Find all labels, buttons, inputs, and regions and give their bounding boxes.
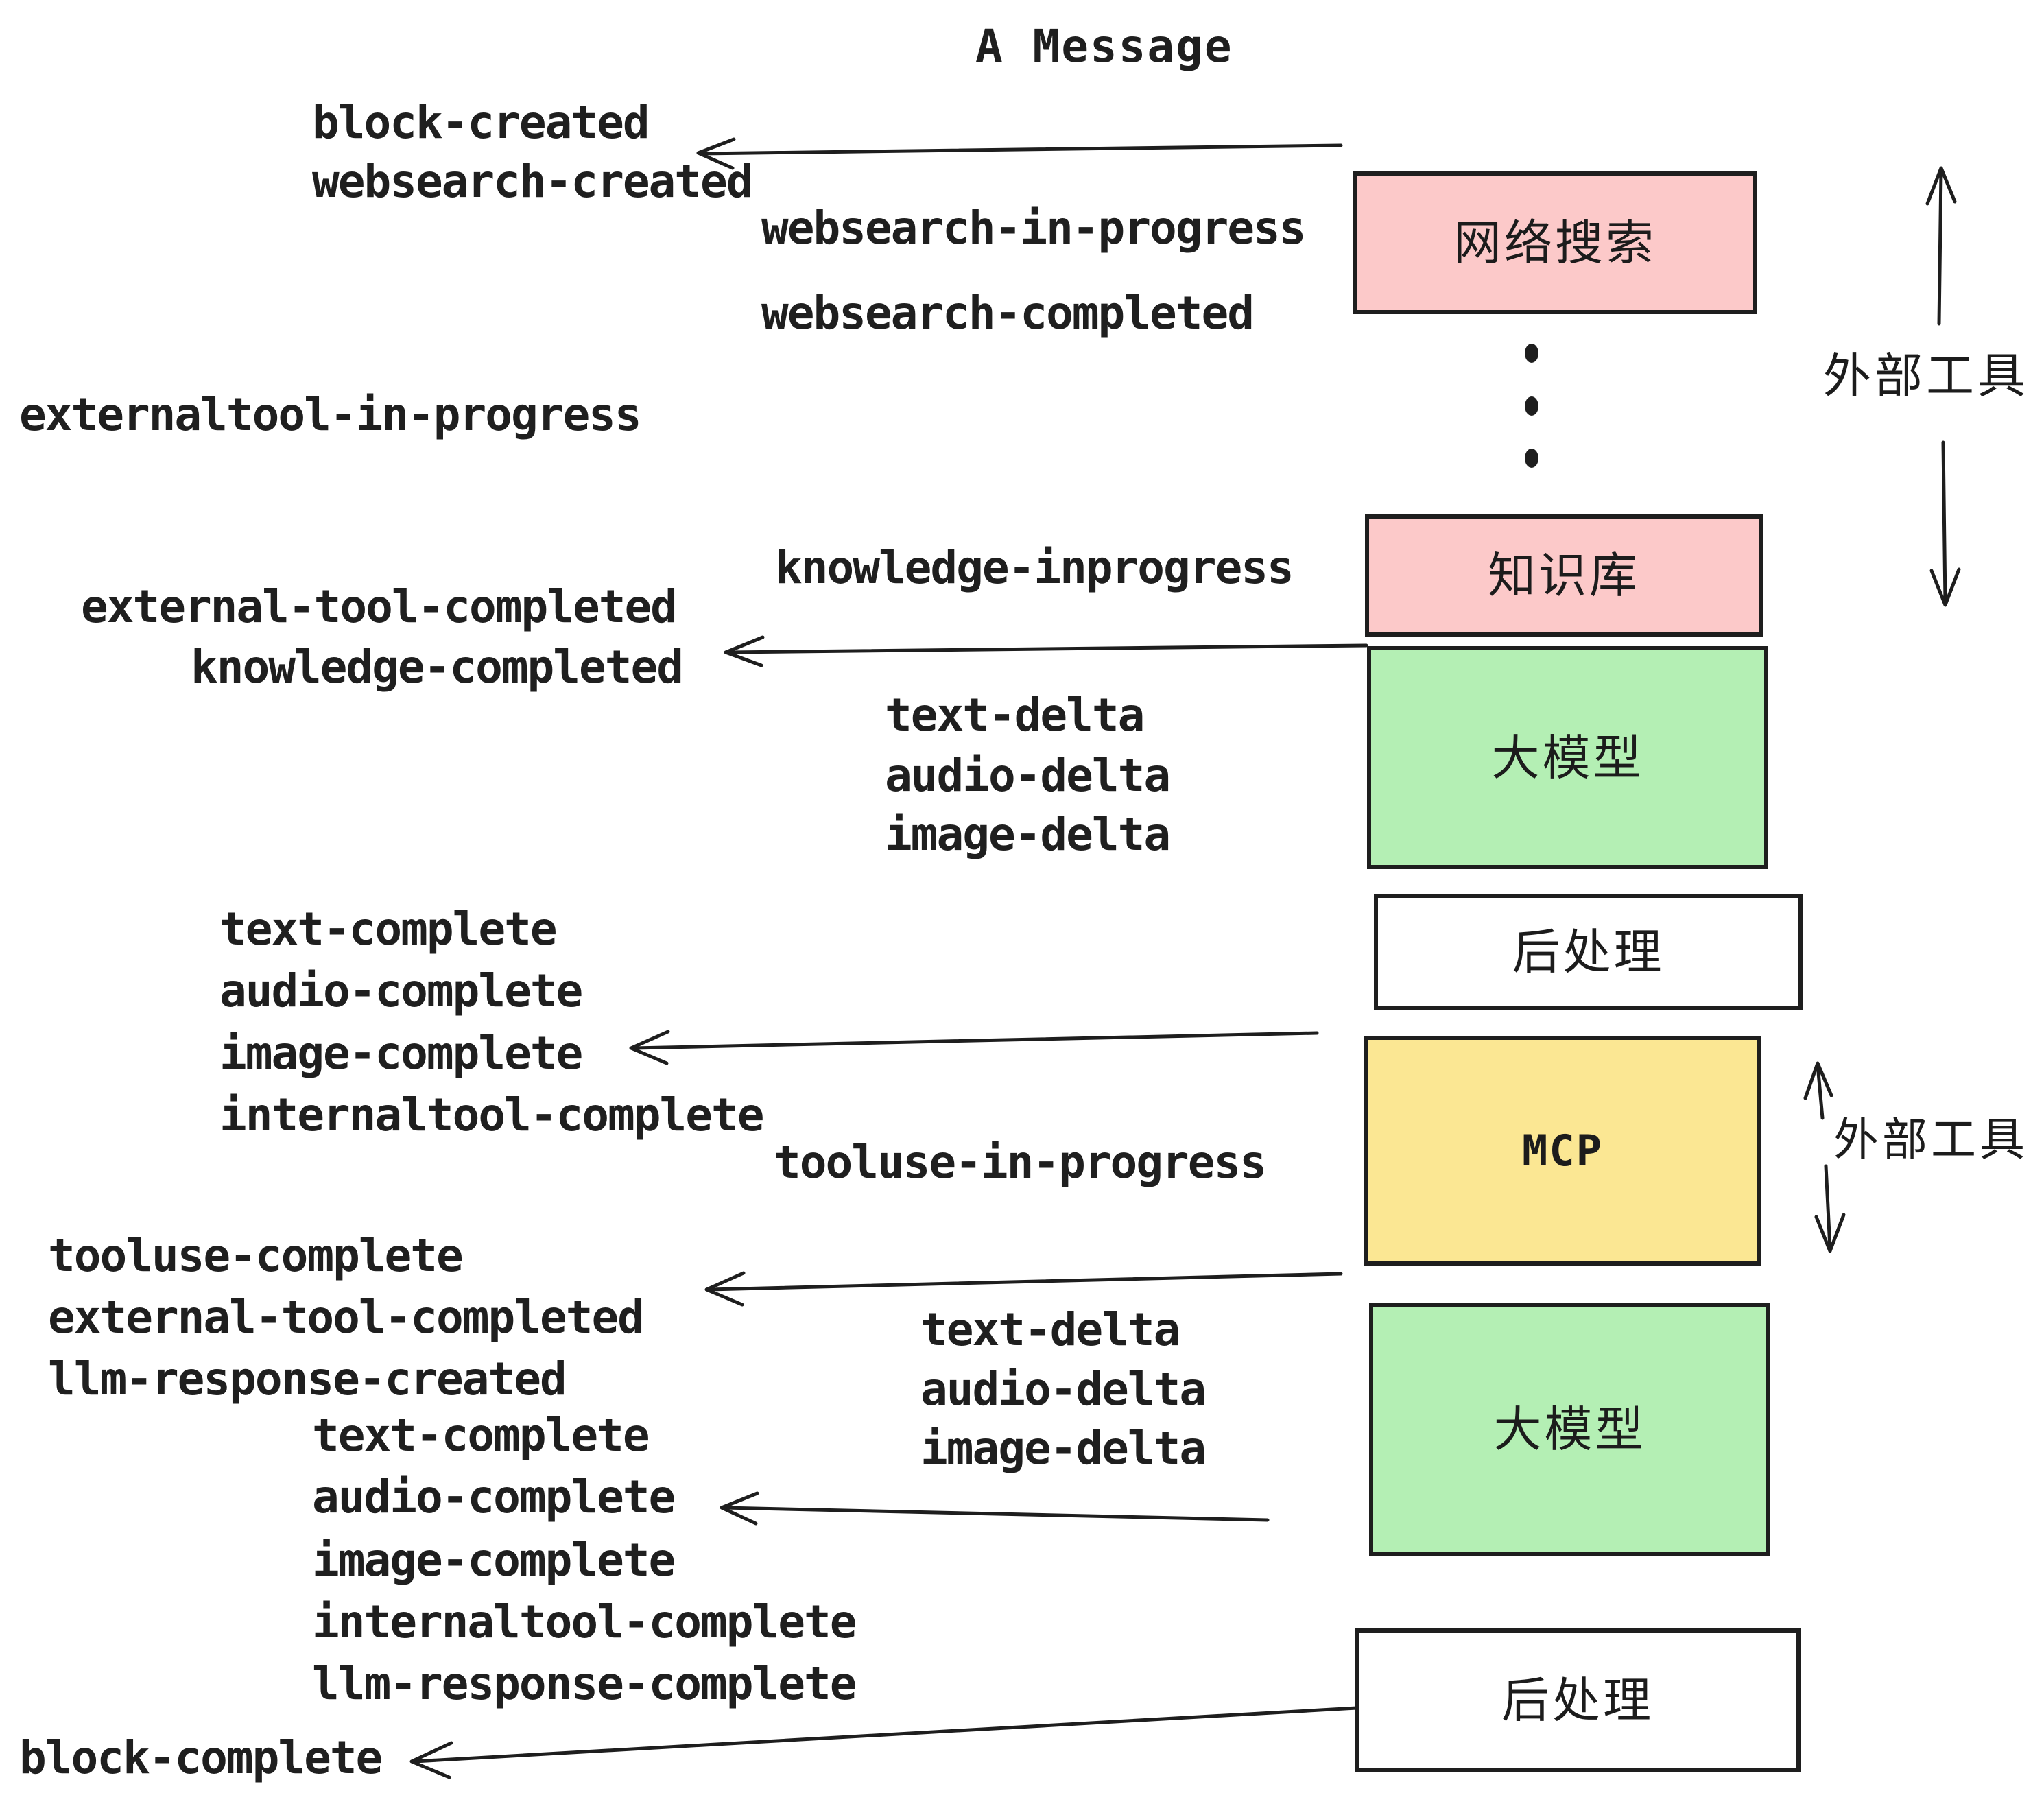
- event-label-knowledge-completed: knowledge-completed: [191, 641, 684, 693]
- arrow-left-knowledge-completed: [724, 635, 1368, 667]
- diagram-title: A Message: [975, 20, 1233, 73]
- event-label-text-delta: text-delta: [885, 689, 1145, 741]
- box-llm-2: 大模型: [1369, 1303, 1770, 1556]
- box-websearch-label: 网络搜索: [1453, 216, 1656, 270]
- vertical-ellipsis-dots: [1525, 344, 1538, 468]
- event-label-audio-complete: audio-complete: [219, 964, 583, 1017]
- arrow-left-tooluse-complete: [704, 1271, 1343, 1307]
- event-label-image-delta-2: image-delta: [920, 1422, 1207, 1475]
- annotation-external-tools-top: 外部工具: [1823, 349, 2029, 403]
- event-label-block-created: block-created: [312, 96, 650, 149]
- event-label-text-complete: text-complete: [219, 903, 558, 956]
- box-llm-2-label: 大模型: [1493, 1403, 1646, 1456]
- event-label-text-complete-2: text-complete: [312, 1409, 650, 1462]
- event-label-knowledge-inprogress: knowledge-inprogress: [775, 541, 1294, 594]
- event-label-audio-delta: audio-delta: [885, 749, 1171, 802]
- box-mcp: MCP: [1364, 1036, 1761, 1266]
- event-label-image-delta: image-delta: [885, 808, 1171, 861]
- event-label-tooluse-in-progress: tooluse-in-progress: [774, 1136, 1267, 1189]
- event-label-external-tool-completed-2: external-tool-completed: [48, 1291, 645, 1344]
- box-postprocess-1: 后处理: [1374, 894, 1803, 1010]
- event-label-audio-delta-2: audio-delta: [920, 1363, 1207, 1416]
- box-postprocess-1-label: 后处理: [1512, 925, 1665, 979]
- event-label-websearch-in-progress: websearch-in-progress: [761, 202, 1306, 254]
- box-postprocess-2: 后处理: [1355, 1628, 1801, 1772]
- event-label-external-tool-completed: external-tool-completed: [81, 580, 678, 633]
- event-label-image-complete: image-complete: [219, 1027, 583, 1080]
- double-arrow-external-tools-top: [1925, 166, 1961, 607]
- annotation-external-tools-bottom: 外部工具: [1833, 1114, 2028, 1165]
- box-knowledge-label: 知识库: [1488, 549, 1640, 602]
- box-llm-1: 大模型: [1367, 646, 1768, 869]
- event-label-llm-response-complete: llm-response-complete: [312, 1657, 857, 1710]
- event-label-internaltool-complete: internaltool-complete: [219, 1089, 764, 1141]
- event-label-text-delta-2: text-delta: [920, 1303, 1180, 1356]
- box-mcp-label: MCP: [1522, 1125, 1603, 1176]
- event-label-websearch-completed: websearch-completed: [761, 287, 1255, 340]
- event-label-block-complete: block-complete: [19, 1731, 383, 1784]
- arrow-left-audio-complete: [720, 1491, 1270, 1526]
- box-postprocess-2-label: 后处理: [1501, 1674, 1654, 1727]
- event-label-llm-response-created: llm-response-created: [48, 1353, 567, 1405]
- event-label-internaltool-complete-2: internaltool-complete: [312, 1595, 857, 1648]
- event-label-image-complete-2: image-complete: [312, 1534, 676, 1587]
- event-label-tooluse-complete: tooluse-complete: [48, 1229, 464, 1282]
- event-label-audio-complete-2: audio-complete: [312, 1471, 676, 1523]
- event-label-externaltool-in-progress: externaltool-in-progress: [19, 388, 642, 441]
- box-websearch: 网络搜索: [1353, 171, 1757, 314]
- box-knowledge: 知识库: [1365, 514, 1763, 637]
- box-llm-1-label: 大模型: [1491, 731, 1644, 785]
- arrow-left-websearch-created: [696, 137, 1343, 170]
- double-arrow-external-tools-bottom: [1803, 1061, 1846, 1253]
- arrow-left-image-complete: [629, 1030, 1319, 1065]
- event-label-websearch-created: websearch-created: [312, 155, 754, 208]
- arrow-left-block-complete: [409, 1706, 1359, 1779]
